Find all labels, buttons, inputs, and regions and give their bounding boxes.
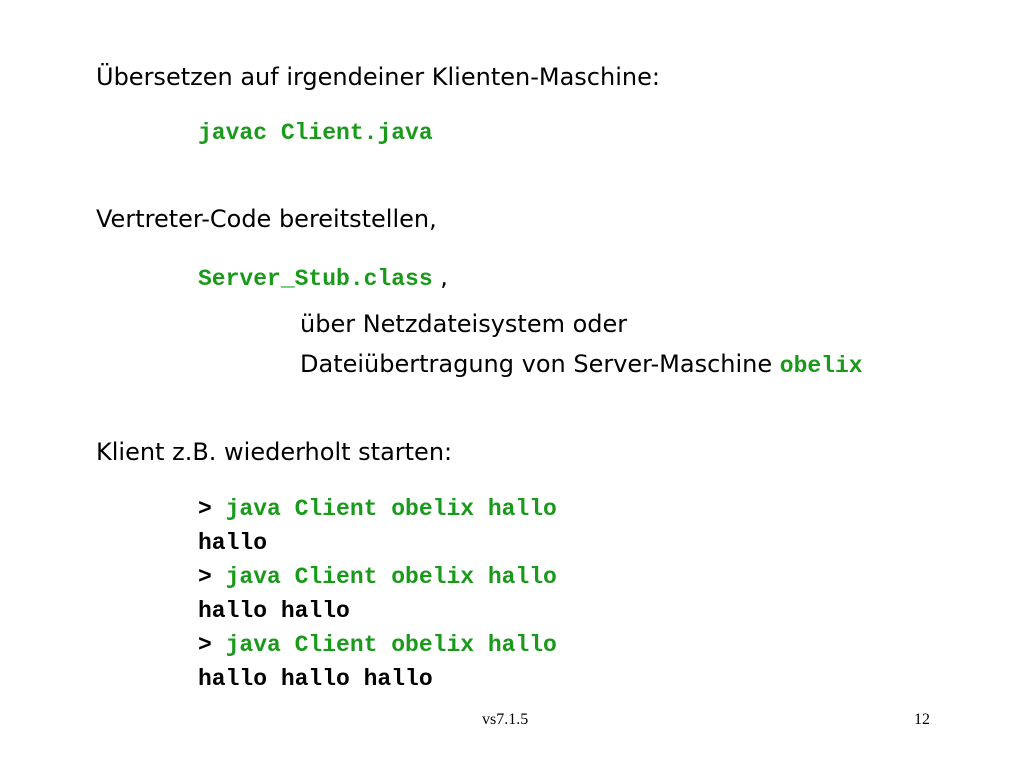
stub-line: Server_Stub.class , — [198, 262, 448, 294]
footer-version: vs7.1.5 — [482, 711, 529, 728]
terminal-command-line: > java Client obelix hallo — [198, 562, 557, 596]
terminal-output: hallo hallo — [198, 598, 350, 624]
terminal-command: java Client obelix hallo — [225, 632, 557, 658]
terminal-prompt: > — [198, 564, 226, 590]
terminal-output: hallo — [198, 530, 268, 556]
server-hostname: obelix — [779, 353, 863, 379]
stub-transfer-text: Dateiübertragung von Server-Maschine — [300, 350, 780, 378]
terminal-command: java Client obelix hallo — [225, 564, 557, 590]
footer-page-number: 12 — [914, 711, 930, 728]
stub-transfer-line-1: über Netzdateisystem oder — [300, 310, 628, 338]
terminal-command: java Client obelix hallo — [225, 496, 557, 522]
compile-command: javac Client.java — [198, 120, 433, 146]
terminal-command-line: > java Client obelix hallo — [198, 494, 557, 528]
stub-suffix: , — [432, 263, 448, 291]
terminal-session: > java Client obelix hallo hallo > java … — [198, 494, 557, 698]
terminal-prompt: > — [198, 496, 226, 522]
terminal-output: hallo hallo hallo — [198, 666, 433, 692]
section-run-heading: Klient z.B. wiederholt starten: — [96, 438, 453, 466]
stub-filename: Server_Stub.class — [198, 266, 433, 292]
terminal-prompt: > — [198, 632, 226, 658]
terminal-command-line: > java Client obelix hallo — [198, 630, 557, 664]
stub-transfer-line-2: Dateiübertragung von Server-Maschine obe… — [300, 349, 863, 381]
section-compile-heading: Übersetzen auf irgendeiner Klienten-Masc… — [96, 63, 660, 91]
section-stub-heading: Vertreter-Code bereitstellen, — [96, 205, 437, 233]
